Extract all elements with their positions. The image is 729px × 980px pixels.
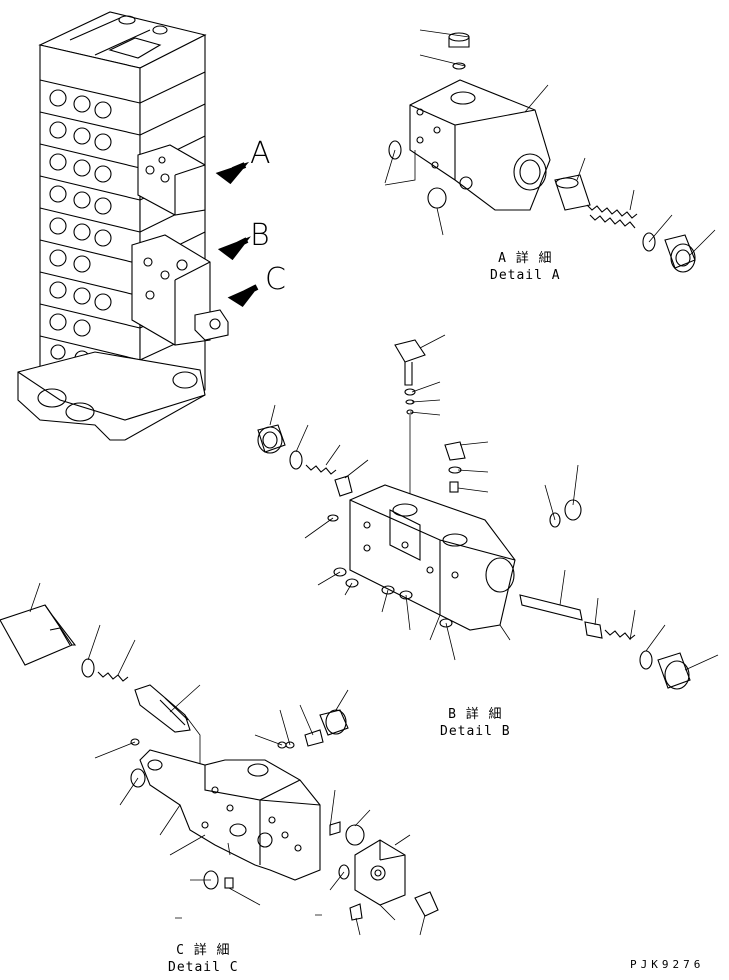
callout-arrows bbox=[215, 161, 259, 307]
detail-c-caption: C 詳 細 Detail C bbox=[168, 942, 239, 976]
arrow-icon bbox=[227, 284, 259, 307]
detail-b-assembly bbox=[257, 334, 719, 690]
arrow-icon bbox=[215, 161, 250, 185]
detail-b-en: Detail B bbox=[440, 724, 511, 739]
callout-a-label: A bbox=[250, 136, 271, 171]
drawing-code: PJK9276 bbox=[630, 958, 705, 971]
detail-c-assembly bbox=[0, 582, 439, 936]
callout-b-label: B bbox=[250, 218, 270, 253]
detail-a-en: Detail A bbox=[490, 268, 561, 283]
detail-a-caption: A 詳 細 Detail A bbox=[490, 250, 561, 284]
detail-b-jp: B 詳 細 bbox=[448, 707, 503, 722]
detail-c-jp: C 詳 細 bbox=[176, 943, 231, 958]
detail-b-caption: B 詳 細 Detail B bbox=[440, 706, 511, 740]
detail-c-en: Detail C bbox=[168, 960, 239, 975]
detail-a-jp: A 詳 細 bbox=[498, 251, 553, 266]
detail-a-assembly bbox=[384, 29, 716, 273]
arrow-icon bbox=[217, 236, 251, 261]
callout-c-label: C bbox=[265, 262, 286, 297]
main-control-valve bbox=[17, 11, 229, 441]
